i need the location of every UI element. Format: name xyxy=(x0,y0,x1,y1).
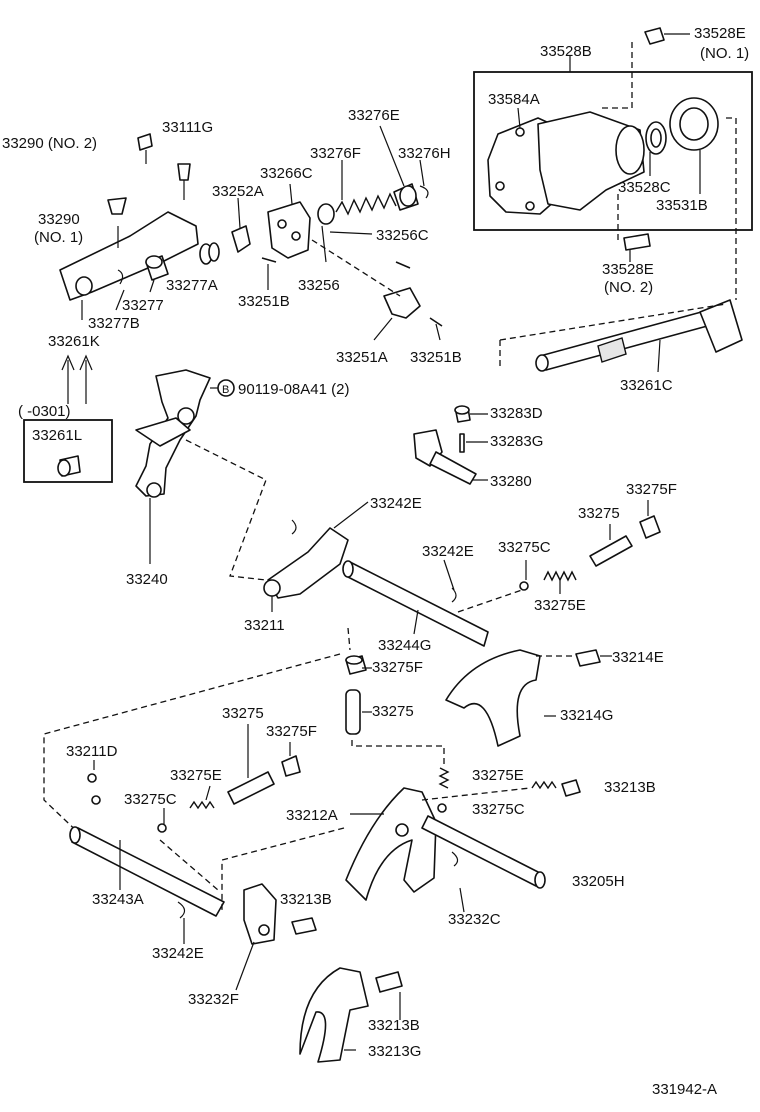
bolt-bottom xyxy=(623,233,651,251)
label-33275-c: 33275 xyxy=(222,705,264,722)
label-33290-no1-note: (NO. 1) xyxy=(34,229,83,246)
label-33277b: 33277B xyxy=(88,315,140,332)
label-33251b-2: 33251B xyxy=(410,349,462,366)
bolt-callout xyxy=(210,379,235,397)
fork-rail-33244g xyxy=(43,515,661,841)
label-33213b-3: 33213B xyxy=(368,1017,420,1034)
label-33275e-2: 33275E xyxy=(472,767,524,784)
detent-parts xyxy=(87,655,450,833)
label-33275f-1: 33275F xyxy=(626,481,677,498)
rail-33243a xyxy=(69,826,225,919)
label-33276f: 33276F xyxy=(310,145,361,162)
label-33242e-3: 33242E xyxy=(152,945,204,962)
label-33266c: 33266C xyxy=(260,165,313,182)
label-33261k: 33261K xyxy=(48,333,100,350)
label-33213b-2: 33213B xyxy=(280,891,332,908)
shift-head xyxy=(267,201,311,259)
label-33275e-1: 33275E xyxy=(534,597,586,614)
label-33242e-2: 33242E xyxy=(422,543,474,560)
spring-33276f xyxy=(335,192,397,216)
inset-arrows xyxy=(61,354,93,404)
label-33528e-2: 33528E xyxy=(602,261,654,278)
label-33213b-1: 33213B xyxy=(604,779,656,796)
label-33528e-1-note: (NO. 1) xyxy=(700,45,749,62)
label-33213g: 33213G xyxy=(368,1043,421,1060)
label-33275c-1: 33275C xyxy=(498,539,551,556)
shift-arm-33240 xyxy=(135,369,267,581)
label-33256: 33256 xyxy=(298,277,340,294)
label-33280: 33280 xyxy=(490,473,532,490)
label-33256c: 33256C xyxy=(376,227,429,244)
extension-housing-group xyxy=(473,27,753,300)
inset-33261l xyxy=(23,419,113,483)
bolt-top xyxy=(644,27,665,45)
label-inset-range: ( -0301) xyxy=(18,403,71,420)
label-33275-b: 33275 xyxy=(372,703,414,720)
label-33275f-2: 33275F xyxy=(372,659,423,676)
label-33275-a: 33275 xyxy=(578,505,620,522)
extension-housing xyxy=(537,111,645,211)
label-33240: 33240 xyxy=(126,571,168,588)
label-33283g: 33283G xyxy=(490,433,543,450)
shift-lever-group xyxy=(59,125,443,341)
label-33205h: 33205H xyxy=(572,873,625,890)
label-33275c-2: 33275C xyxy=(124,791,177,808)
label-bolt-90119: 90119-08A41 (2) xyxy=(238,381,349,398)
label-33252a: 33252A xyxy=(212,183,264,200)
label-33275e-3: 33275E xyxy=(170,767,222,784)
label-33212a: 33212A xyxy=(286,807,338,824)
fork-33212a-group xyxy=(221,779,581,910)
label-33211d: 33211D xyxy=(66,743,118,760)
label-33232c: 33232C xyxy=(448,911,501,928)
label-33214e: 33214E xyxy=(612,649,664,666)
label-33277: 33277 xyxy=(122,297,164,314)
label-33244g: 33244G xyxy=(378,637,431,654)
label-33243a: 33243A xyxy=(92,891,144,908)
label-33275f-3: 33275F xyxy=(266,723,317,740)
label-33528b: 33528B xyxy=(540,43,592,60)
part-33251a xyxy=(383,287,421,319)
shaft-33261c xyxy=(499,299,743,373)
part-33252a xyxy=(231,225,251,253)
label-33261c: 33261C xyxy=(620,377,673,394)
housing-box xyxy=(473,71,753,231)
label-33528c: 33528C xyxy=(618,179,671,196)
label-33275c-3: 33275C xyxy=(472,801,525,818)
label-33214g: 33214G xyxy=(560,707,613,724)
fork-33213g-group xyxy=(243,883,403,1063)
label-33251b-1: 33251B xyxy=(238,293,290,310)
label-33277a: 33277A xyxy=(166,277,218,294)
label-33290-no1: 33290 xyxy=(38,211,80,228)
label-33531b: 33531B xyxy=(656,197,708,214)
labels: 33528E (NO. 1) 33528B 33584A 33528C 3353… xyxy=(2,25,749,1098)
label-callout-b: B xyxy=(222,384,229,396)
label-33232f: 33232F xyxy=(188,991,239,1008)
label-33584a: 33584A xyxy=(488,91,540,108)
label-33528e-2-note: (NO. 2) xyxy=(604,279,653,296)
label-33528e-1: 33528E xyxy=(694,25,746,42)
leaders-lower xyxy=(93,500,649,991)
diagram-code: 331942-A xyxy=(652,1081,717,1098)
label-33276h: 33276H xyxy=(398,145,451,162)
label-33111g: 33111G xyxy=(162,119,213,136)
label-33290-no2: 33290 (NO. 2) xyxy=(2,135,97,152)
label-33261l: 33261L xyxy=(32,427,82,444)
fork-33214g xyxy=(445,649,541,747)
shift-lever-housing xyxy=(59,211,199,301)
rod-33280-group xyxy=(413,405,488,485)
label-33211: 33211 xyxy=(244,617,285,634)
label-33251a: 33251A xyxy=(336,349,388,366)
label-33276e: 33276E xyxy=(348,107,400,124)
label-33242e-1: 33242E xyxy=(370,495,422,512)
label-33283d: 33283D xyxy=(490,405,543,422)
